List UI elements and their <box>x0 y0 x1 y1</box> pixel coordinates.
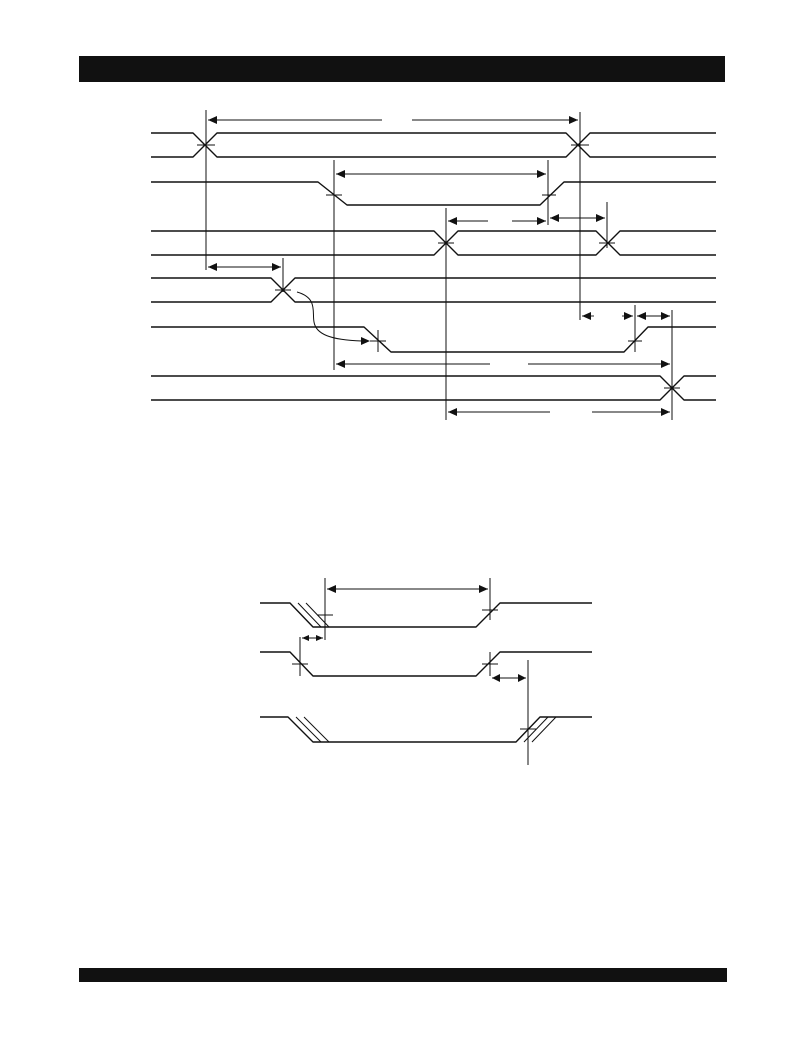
waveform-row-c <box>260 716 592 743</box>
write-cycle-timing-diagram <box>260 578 592 765</box>
waveform-row-a <box>260 602 592 628</box>
read-cycle-timing-diagram <box>151 110 716 420</box>
waveform-row-6 <box>151 375 716 401</box>
waveform-row-1 <box>151 132 716 158</box>
causal-arrow <box>296 291 370 345</box>
lower-crossing-marks <box>292 609 536 730</box>
lower-dimension-arrows <box>302 585 526 682</box>
waveform-row-5 <box>151 326 716 353</box>
waveform-row-b <box>260 651 592 677</box>
crossing-marks <box>197 144 680 389</box>
header-bar <box>79 56 725 82</box>
waveform-row-4 <box>151 277 716 303</box>
dimension-arrows <box>208 116 670 416</box>
footer-bar <box>79 968 727 982</box>
waveform-row-2 <box>151 181 716 206</box>
waveform-row-3 <box>151 230 716 256</box>
lower-reference-lines <box>299 578 529 765</box>
